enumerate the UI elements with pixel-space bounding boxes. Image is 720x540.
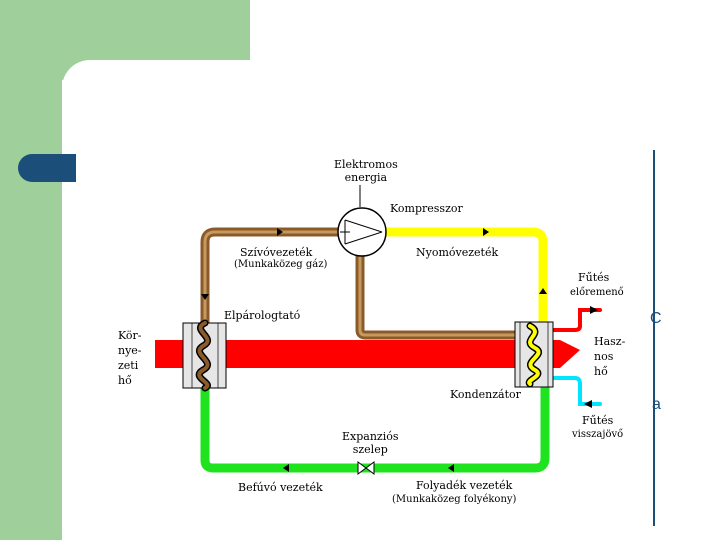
slide-edge-text-1: C xyxy=(650,310,662,327)
heating-pipes xyxy=(543,308,602,406)
label-useful-heat: Hasz- nos hő xyxy=(594,335,626,378)
label-suction-line-sub: (Munkaközeg gáz) xyxy=(234,259,328,270)
slide-green-side xyxy=(0,0,62,540)
expansion-valve-symbol xyxy=(357,461,375,475)
label-liquid-line-sub: (Munkaközeg folyékony) xyxy=(392,494,517,505)
label-suction-line: Szívóvezeték xyxy=(240,246,313,259)
slide-blue-bar xyxy=(18,154,76,182)
label-pressure-line: Nyomóvezeték xyxy=(416,246,499,259)
label-condenser: Kondenzátor xyxy=(450,388,521,401)
label-electric-energy: Elektromos energia xyxy=(334,158,398,184)
flow-arrows xyxy=(201,228,598,472)
slide-white-panel xyxy=(62,60,720,540)
label-expansion-valve: Expanziós szelep xyxy=(342,430,399,456)
slide-edge-text-2: a xyxy=(652,396,661,413)
label-compressor: Kompresszor xyxy=(390,202,463,215)
label-ambient-heat: Kör- nye- zeti hő xyxy=(118,329,142,387)
slide-right-rule xyxy=(653,150,655,526)
label-heating-flow: Fűtés xyxy=(578,271,610,284)
red-heat-band xyxy=(155,340,580,368)
condenser-block xyxy=(514,321,554,388)
evaporator-block xyxy=(182,319,227,392)
compressor-symbol xyxy=(337,185,387,257)
suction-line-pipe xyxy=(200,227,527,340)
label-liquid-line: Folyadék vezeték xyxy=(416,479,513,492)
label-heating-return-sub: visszajövő xyxy=(572,429,624,440)
label-heating-return: Fűtés xyxy=(582,414,614,427)
label-evaporator: Elpárologtató xyxy=(224,309,301,322)
label-heating-flow-sub: előremenő xyxy=(570,287,624,298)
label-injection-line: Befúvó vezeték xyxy=(238,481,323,494)
